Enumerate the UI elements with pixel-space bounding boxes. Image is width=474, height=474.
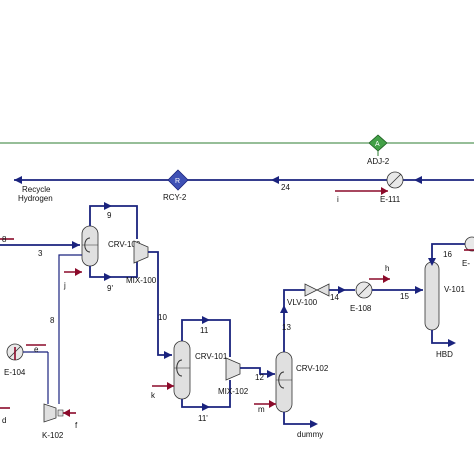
- label-crv102: CRV-102: [296, 364, 329, 373]
- label-stream-8: 8: [50, 316, 55, 325]
- svg-text:R: R: [175, 178, 180, 185]
- label-recycle: Recycle: [22, 185, 51, 194]
- arrow-stream-16: [428, 258, 436, 266]
- stream-hbd[interactable]: [431, 330, 448, 344]
- arrow-energy-k: [167, 382, 174, 390]
- label-v101: V-101: [444, 285, 465, 294]
- label-i: i: [337, 195, 339, 204]
- arrow-stream-dummy: [310, 420, 318, 428]
- label-hbd: HBD: [436, 350, 453, 359]
- energy-stream-e[interactable]: [14, 344, 46, 360]
- label-m: m: [258, 405, 265, 414]
- label-dummy: dummy: [297, 430, 323, 439]
- label-k: k: [151, 391, 156, 400]
- label-stream-11p: 11': [198, 414, 208, 423]
- label-e: e: [34, 345, 39, 354]
- mixer-mix100[interactable]: [133, 240, 149, 264]
- cooler-right-partial[interactable]: [464, 236, 474, 252]
- arrow-recycle-right: [414, 176, 422, 184]
- stream-9-prime[interactable]: [89, 262, 138, 278]
- arrow-stream-15: [415, 286, 423, 294]
- arrow-stream-hbd: [448, 339, 456, 347]
- stream-16[interactable]: [431, 243, 465, 262]
- label-stream-9p: 9': [107, 284, 113, 293]
- arrow-stream-10: [164, 351, 172, 359]
- arrow-stream-9: [104, 202, 112, 210]
- label-mix102: MIX-102: [218, 387, 249, 396]
- arrow-energy-i: [381, 187, 388, 195]
- label-stream-3: 3: [38, 249, 43, 258]
- arrow-energy-h: [383, 275, 390, 283]
- label-j: j: [63, 281, 66, 290]
- label-h: h: [385, 264, 389, 273]
- arrow-stream-12: [267, 370, 275, 378]
- arrow-stream-3: [72, 241, 80, 249]
- label-mix100: MIX-100: [126, 276, 157, 285]
- arrow-stream-11: [202, 316, 210, 324]
- label-stream-10: 10: [158, 313, 167, 322]
- mixer-mix102[interactable]: [225, 357, 241, 381]
- label-crv100: CRV-100: [108, 240, 141, 249]
- arrow-recycle-left: [14, 176, 22, 184]
- label-stream-9: 9: [107, 211, 112, 220]
- label-e104: E-104: [4, 368, 26, 377]
- separator-v101[interactable]: [424, 261, 440, 331]
- stream-dummy[interactable]: [283, 412, 310, 425]
- stream-9[interactable]: [89, 205, 138, 239]
- label-d: d: [2, 416, 6, 425]
- label-e108: E-108: [350, 304, 372, 313]
- compressor-k102[interactable]: [43, 403, 64, 423]
- arrow-stream-13: [280, 305, 288, 313]
- arrow-stream-14: [338, 286, 346, 294]
- recycle-block-rcy2[interactable]: R: [167, 169, 189, 191]
- stream-13[interactable]: [283, 289, 305, 352]
- label-e111: E-111: [380, 195, 401, 204]
- label-stream-24: 24: [281, 183, 290, 192]
- label-stream-15: 15: [400, 292, 409, 301]
- label-vlv100: VLV-100: [287, 298, 318, 307]
- label-stream-13: 13: [282, 323, 291, 332]
- label-stream-16: 16: [443, 250, 452, 259]
- cooler-e111[interactable]: [386, 171, 404, 189]
- label-stream-11: 11: [200, 326, 209, 335]
- label-hydrogen: Hydrogen: [18, 194, 53, 203]
- svg-text:A: A: [375, 141, 380, 148]
- label-rcy2: RCY-2: [163, 193, 187, 202]
- reactor-crv100[interactable]: [81, 225, 99, 267]
- arrow-energy-j: [75, 268, 82, 276]
- label-crv101: CRV-101: [195, 352, 228, 361]
- heater-e108[interactable]: [355, 281, 373, 299]
- reactor-crv101[interactable]: [173, 340, 191, 400]
- arrow-stream-9p: [104, 273, 112, 281]
- adjust-block-adj2[interactable]: A: [368, 134, 388, 152]
- valve-vlv100[interactable]: [304, 283, 330, 297]
- arrow-recycle-24: [271, 176, 279, 184]
- label-e-right: E-: [462, 259, 470, 268]
- label-stream-14: 14: [330, 293, 339, 302]
- label-k102: K-102: [42, 431, 64, 440]
- reactor-crv102[interactable]: [275, 351, 293, 413]
- arrow-energy-f: [63, 409, 70, 417]
- label-adj2: ADJ-2: [367, 157, 390, 166]
- arrow-stream-11p: [202, 403, 210, 411]
- label-left-8: 8: [2, 235, 7, 244]
- label-f: f: [75, 421, 78, 430]
- label-stream-12: 12: [255, 373, 264, 382]
- stream-10[interactable]: [148, 251, 172, 356]
- stream-8[interactable]: [58, 254, 82, 404]
- arrow-energy-m: [269, 400, 276, 408]
